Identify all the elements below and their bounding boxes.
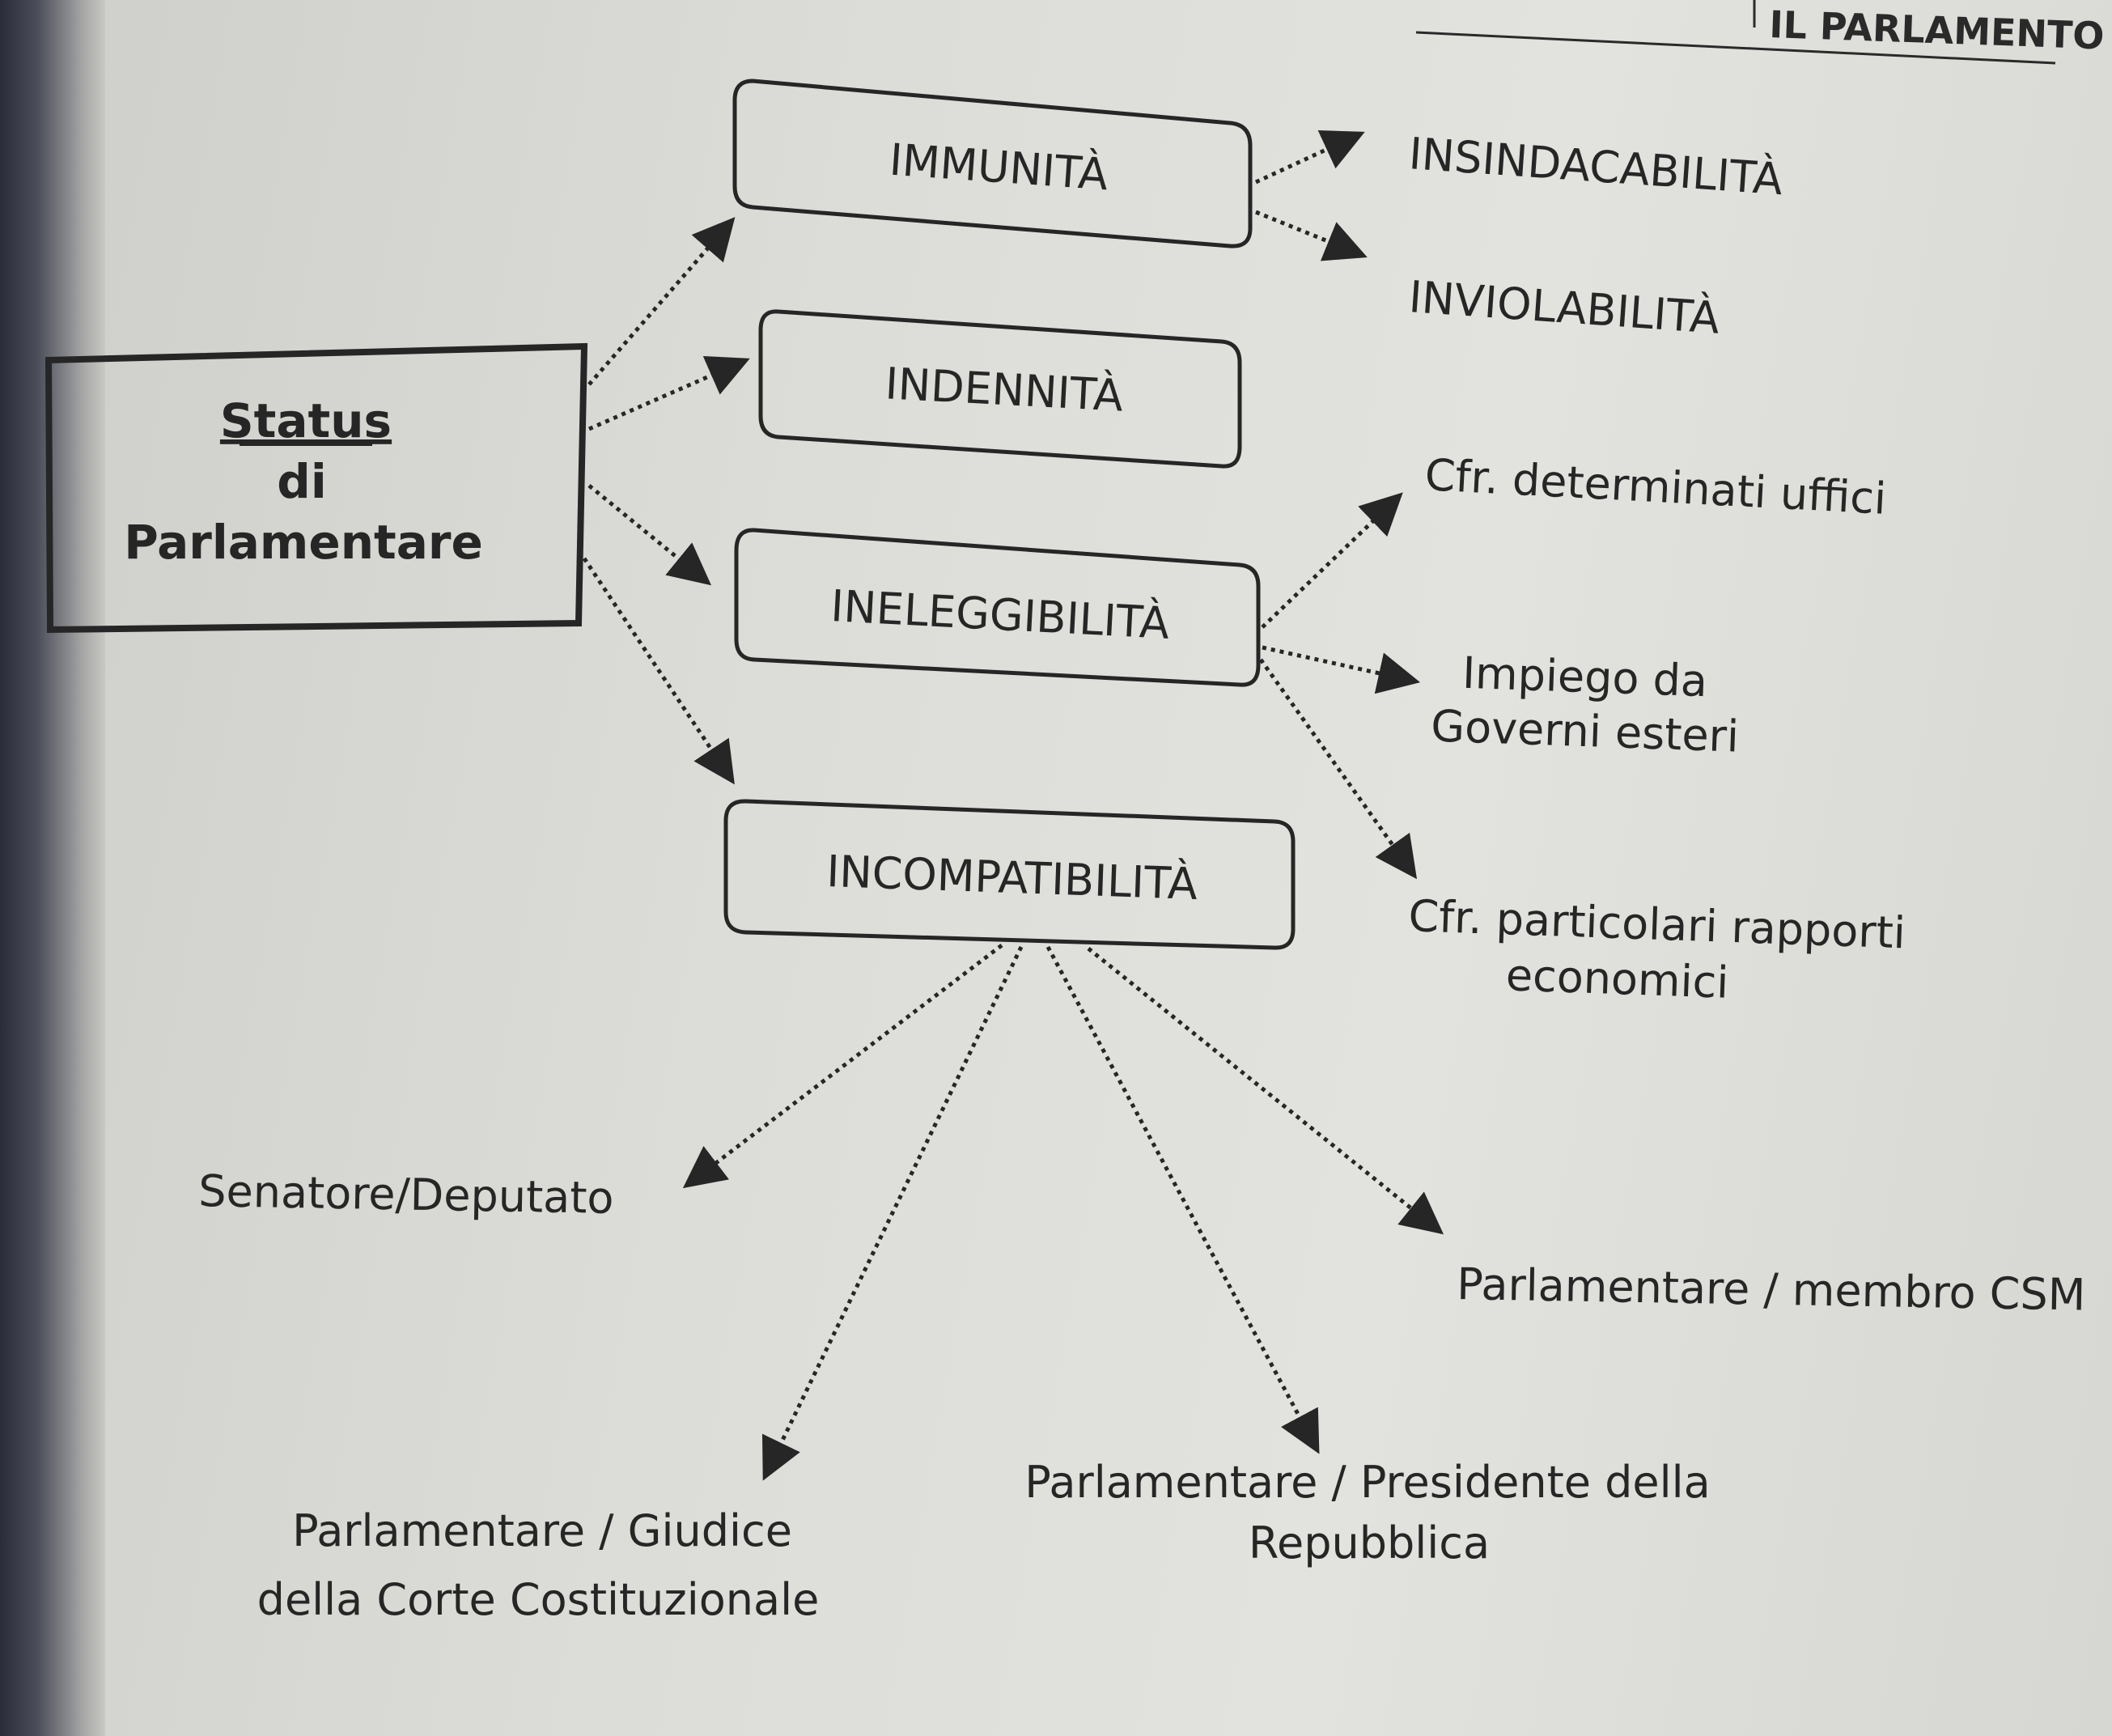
- arrow-incompatibilita-csm: [1087, 947, 1444, 1235]
- category-incompatibilita: INCOMPATIBILITÀ: [723, 799, 1296, 950]
- ineleggibilita-label: INELEGGIBILITÀ: [829, 580, 1171, 649]
- category-indennita: INDENNITÀ: [758, 309, 1242, 469]
- leaf-giudice-line1: Parlamentare / Giudice: [292, 1505, 792, 1556]
- root-label-parlamentare: Parlamentare: [124, 515, 483, 570]
- leaf-inviolabilita: INVIOLABILITÀ: [1407, 271, 1721, 344]
- arrow-ineleggibilita-uffici: [1261, 492, 1403, 629]
- indennita-label: INDENNITÀ: [884, 358, 1124, 421]
- immunita-label: IMMUNITÀ: [888, 134, 1109, 201]
- leaf-giudice-line2: della Corte Costituzionale: [257, 1574, 820, 1625]
- leaf-presidente-line2: Repubblica: [1249, 1517, 1490, 1568]
- indennita-box: [758, 309, 1242, 469]
- leaf-insindacabilita: INSINDACABILITÀ: [1407, 128, 1784, 205]
- arrow-incompatibilita-senatore: [682, 944, 1003, 1189]
- ineleggibilita-box: [734, 528, 1261, 687]
- arrow-incompatibilita-presidente: [1045, 945, 1320, 1454]
- arrow-incompatibilita-giudice: [761, 945, 1024, 1481]
- running-head: IL PARLAMENTO: [1769, 2, 2106, 57]
- arrow-root-indennita: [587, 355, 750, 431]
- book-page: [77, 0, 2112, 1736]
- arrow-immunita-inviolabilita: [1255, 210, 1368, 261]
- root-node: Status di Parlamentare: [45, 342, 588, 634]
- root-box: [45, 342, 588, 634]
- leaf-membro-csm: Parlamentare / membro CSM: [1457, 1258, 2086, 1321]
- root-arrows: [582, 217, 750, 785]
- incompatibilita-arrows: [682, 944, 1444, 1481]
- leaf-impiego-line2: Governi esteri: [1430, 700, 1740, 762]
- ineleggibilita-arrows: [1258, 492, 1421, 880]
- leaf-senatore-deputato: Senatore/Deputato: [198, 1165, 614, 1224]
- leaf-rapporti-line2: economici: [1505, 949, 1730, 1008]
- immunita-box: [732, 79, 1253, 248]
- incompatibilita-box: [723, 799, 1296, 950]
- category-ineleggibilita: INELEGGIBILITÀ: [734, 528, 1261, 687]
- leaf-rapporti-line1: Cfr. particolari rapporti: [1408, 890, 1906, 958]
- arrow-ineleggibilita-impiego: [1262, 645, 1421, 694]
- book-spine: [0, 0, 105, 1736]
- leaf-presidente-line1: Parlamentare / Presidente della: [1024, 1457, 1710, 1508]
- root-label-status: Status: [220, 393, 392, 448]
- arrow-immunita-insindacabilita: [1254, 130, 1365, 185]
- leaf-impiego-line1: Impiego da: [1461, 647, 1708, 707]
- arrow-root-immunita: [587, 217, 736, 386]
- header-rule: [1415, 31, 2056, 65]
- arrow-root-incompatibilita: [582, 557, 735, 785]
- category-immunita: IMMUNITÀ: [732, 79, 1253, 248]
- incompatibilita-label: INCOMPATIBILITÀ: [825, 846, 1198, 910]
- leaf-uffici: Cfr. determinati uffici: [1423, 449, 1887, 524]
- arrow-ineleggibilita-rapporti: [1258, 658, 1418, 880]
- immunita-arrows: [1254, 130, 1368, 261]
- arrow-root-ineleggibilita: [587, 484, 712, 586]
- root-label-di: di: [277, 454, 326, 509]
